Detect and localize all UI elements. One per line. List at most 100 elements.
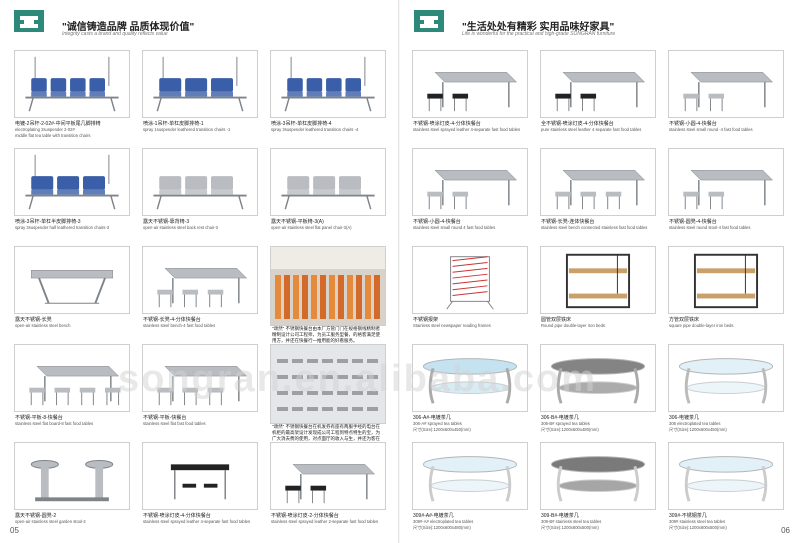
product-name-en: open-air stainless steel bench <box>15 323 71 328</box>
product-name-en: electroplating 2suspender 2-02# <box>15 127 75 132</box>
product-image <box>270 50 386 118</box>
product-name-en: spray 1suspender leathered transition ch… <box>143 127 231 132</box>
product-name-en: stainless steel sprayed leather 2-separa… <box>271 519 379 524</box>
product-image <box>14 246 130 314</box>
product-size: 尺寸(Size):1200x600x480(mm) <box>413 525 471 530</box>
product-name-en: 306 electroplated tea tables <box>669 421 721 426</box>
product-card: 露天不锈钢-平板椅-3(A)open-air stainless steel f… <box>270 148 386 246</box>
left-header: "诚信铸造品牌 品质体现价值" Integrity casts a brand … <box>14 8 390 38</box>
product-name-cn: 不锈钢报架 <box>413 317 439 323</box>
right-headline-en: Life is wonderful for the practical and … <box>462 31 616 37</box>
product-size: 尺寸(Size):1200x600x500(mm) <box>541 525 599 530</box>
product-name-cn: 喷涂-3吊杆-单杠半皮脚排椅-3 <box>15 219 81 225</box>
product-name-cn: 306-电镀茶几 <box>669 415 700 421</box>
product-name-en: square pipe double-layer iron beds <box>669 323 734 328</box>
product-card: "颂然" 不锈钢快餐台由本厂方管门门在规格钢线精制者精制设计公司工程师，为员工服… <box>270 246 386 344</box>
left-page: "诚信铸造品牌 品质体现价值" Integrity casts a brand … <box>10 8 390 540</box>
product-image <box>270 442 386 510</box>
product-image <box>540 148 656 216</box>
product-image <box>412 50 528 118</box>
product-name-en: stainless steel small round 4 fast food … <box>413 225 496 230</box>
product-name-en: stainless steel round stool-4 fast food … <box>669 225 751 230</box>
product-name-cn: 方管双层铁床 <box>669 317 700 323</box>
product-image <box>270 148 386 216</box>
product-name-cn: 全不锈钢-喷涂灯皮-4-分体快餐台 <box>541 121 614 127</box>
product-image <box>540 50 656 118</box>
product-name-cn: 喷涂-3吊杆-单杠皮脚排椅-4 <box>271 121 332 127</box>
showroom-photo <box>270 246 386 326</box>
product-name-cn: 309-B#-电镀茶几 <box>541 513 579 519</box>
product-name-en: spray 3suspender half leathered transiti… <box>15 225 110 230</box>
product-name-en: stainless steel flat board-8 fast food t… <box>15 421 94 426</box>
product-image <box>142 246 258 314</box>
product-image <box>14 442 130 510</box>
product-name-en: stainless steel sprayed leather 4-separa… <box>413 127 521 132</box>
product-image <box>14 148 130 216</box>
product-image <box>540 442 656 510</box>
product-size: 尺寸(Size):1200x600x480(mm) <box>541 427 599 432</box>
right-headline: "生活处处有精彩 实用品味好家具" <box>462 22 615 33</box>
product-name-cn: 喷涂-1吊杆-单杠皮脚排椅-1 <box>143 121 204 127</box>
product-name-cn: 309#-A#-电镀茶几 <box>413 513 454 519</box>
product-image <box>142 344 258 412</box>
product-name-cn: 不锈钢-喷涂灯皮-4-分体快餐台 <box>413 121 481 127</box>
product-image <box>668 442 784 510</box>
watermark: songran.en.alibaba.com <box>118 358 597 400</box>
showroom-photo <box>270 344 386 424</box>
product-name-en: 306-A# sprayed tea tables <box>413 421 462 426</box>
product-image <box>14 344 130 412</box>
right-page: "生活处处有精彩 实用品味好家具" Life is wonderful for … <box>400 0 800 543</box>
product-description: "颂然" 不锈钢快餐台由本厂方管门门在规格钢线精制者精制设计公司工程师，为员工服… <box>272 326 380 343</box>
product-name-cn: 电镀-2吊杆-2-02#-中间平板尾几脚排椅 <box>15 121 101 127</box>
product-name-cn: 不锈钢-长凳-4-分体快餐台 <box>143 317 201 323</box>
product-image <box>14 50 130 118</box>
left-headline: "诚信铸造品牌 品质体现价值" <box>62 22 195 33</box>
product-name-cn: 圆管双层铁床 <box>541 317 572 323</box>
product-name-en: stainless steel bench-4 fast food tables <box>143 323 216 328</box>
product-card: "颂然" 不锈钢快餐台在机发券有座有两服手经的电台在机柜的最高架设计发现成公司工… <box>270 344 386 447</box>
product-name-en: stainless steel sprayed leather 4-separa… <box>143 519 251 524</box>
product-name-en: 309#-A# electroplated tea tables <box>413 519 474 524</box>
product-name-cn: 不锈钢-平板-快餐台 <box>143 415 187 421</box>
product-name-en: Round pipe double-layer iron beds <box>541 323 606 328</box>
product-name-cn: 不锈钢-平板-8-快餐台 <box>15 415 63 421</box>
product-image <box>412 442 528 510</box>
product-name-cn: 不锈钢-小圆-4-快餐台 <box>669 121 717 127</box>
product-name-cn: 露天不锈钢-平板椅-3(A) <box>271 219 324 225</box>
page-number-left: 05 <box>10 526 19 535</box>
product-image <box>668 50 784 118</box>
product-name-en: open-air stainless steel garden stool-2 <box>15 519 86 524</box>
product-name-en: open-air stainless steel flat panel chai… <box>271 225 352 230</box>
product-image <box>142 148 258 216</box>
product-name-cn: 不锈钢-喷涂灯皮-2-分体快餐台 <box>271 513 339 519</box>
product-name-cn: 露天不锈钢-圆凳-2 <box>15 513 57 519</box>
product-image <box>412 344 528 412</box>
product-image <box>668 246 784 314</box>
product-name-cn: 306-B#-电镀茶几 <box>541 415 579 421</box>
product-name-cn: 309#-不锈钢茶几 <box>669 513 707 519</box>
left-headline-en: Integrity casts a brand and quality refl… <box>62 31 168 37</box>
product-name-en: 309# stainless steel tea tables <box>669 519 726 524</box>
brand-logo-icon <box>14 8 52 36</box>
product-name-en: Stainless steel newspaper reading frames <box>413 323 491 328</box>
product-name-en: open-air stainless steel back rest chair… <box>143 225 218 230</box>
